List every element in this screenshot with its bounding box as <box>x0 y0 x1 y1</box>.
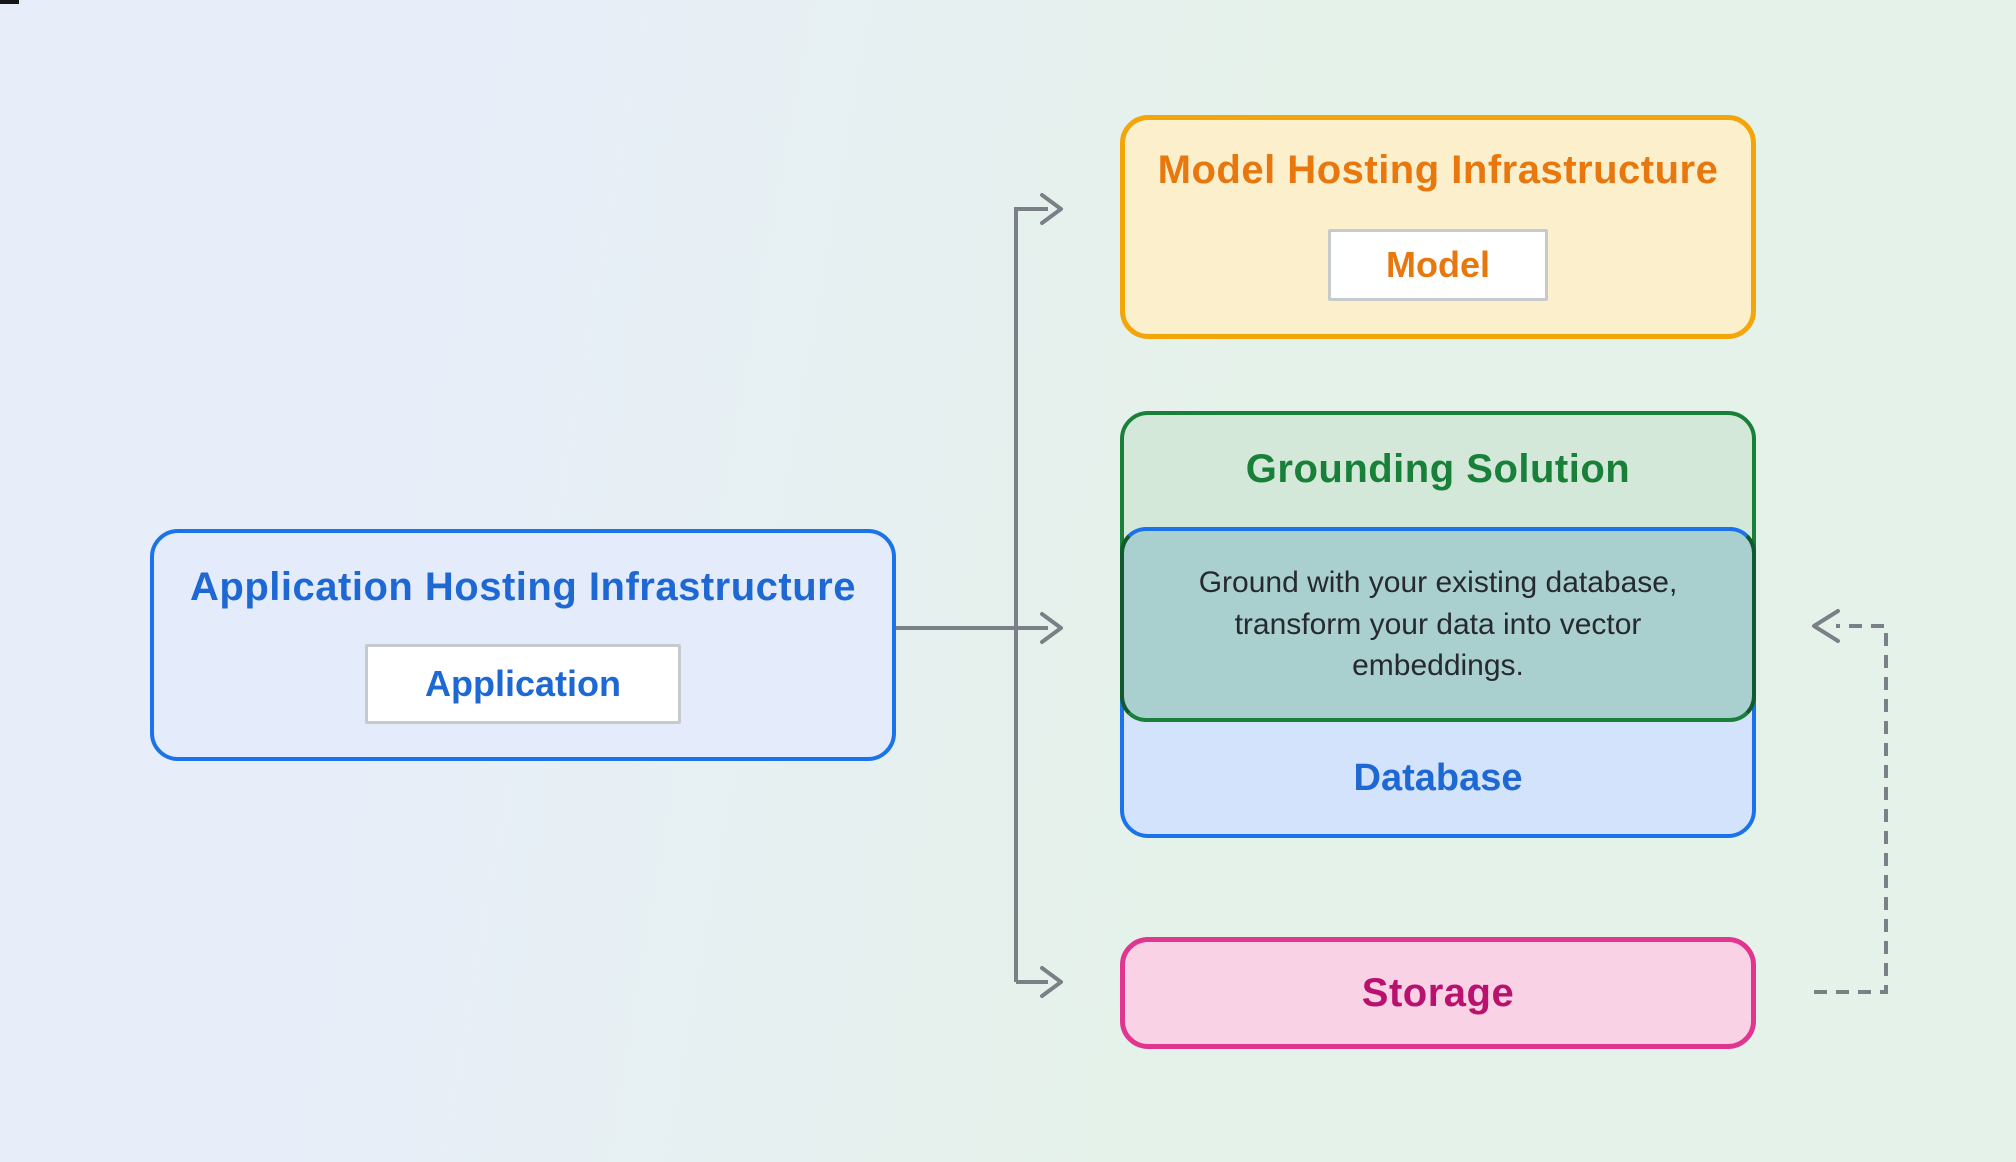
grounding-solution-title: Grounding Solution <box>1245 447 1631 491</box>
grounding-note: Ground with your existing database, tran… <box>1198 566 1678 683</box>
storage-box: Storage <box>1120 937 1756 1049</box>
application-component-box: Application <box>365 644 681 724</box>
storage-label: Storage <box>1361 970 1515 1015</box>
dashed-arrowhead-to-grounding <box>1812 609 1840 643</box>
application-hosting-box: Application Hosting Infrastructure Appli… <box>150 529 896 761</box>
solid-arrow-group <box>896 193 1063 998</box>
model-hosting-box: Model Hosting Infrastructure Model <box>1120 115 1756 339</box>
dashed-arrow-group <box>1812 609 1888 994</box>
database-label: Database <box>1353 756 1523 799</box>
screenshot-corner-artifact <box>0 0 19 4</box>
model-component-box: Model <box>1328 229 1548 301</box>
grounding-database-overlap-box: Ground with your existing database, tran… <box>1120 527 1756 722</box>
arrow-trunk <box>1014 207 1048 982</box>
dashed-return-path <box>1814 624 1888 994</box>
arrowhead-to-model <box>1040 193 1063 225</box>
application-hosting-title: Application Hosting Infrastructure <box>190 565 856 609</box>
model-hosting-title: Model Hosting Infrastructure <box>1157 148 1719 192</box>
arrowhead-to-storage <box>1040 966 1063 998</box>
arrowhead-to-grounding <box>1040 612 1063 644</box>
